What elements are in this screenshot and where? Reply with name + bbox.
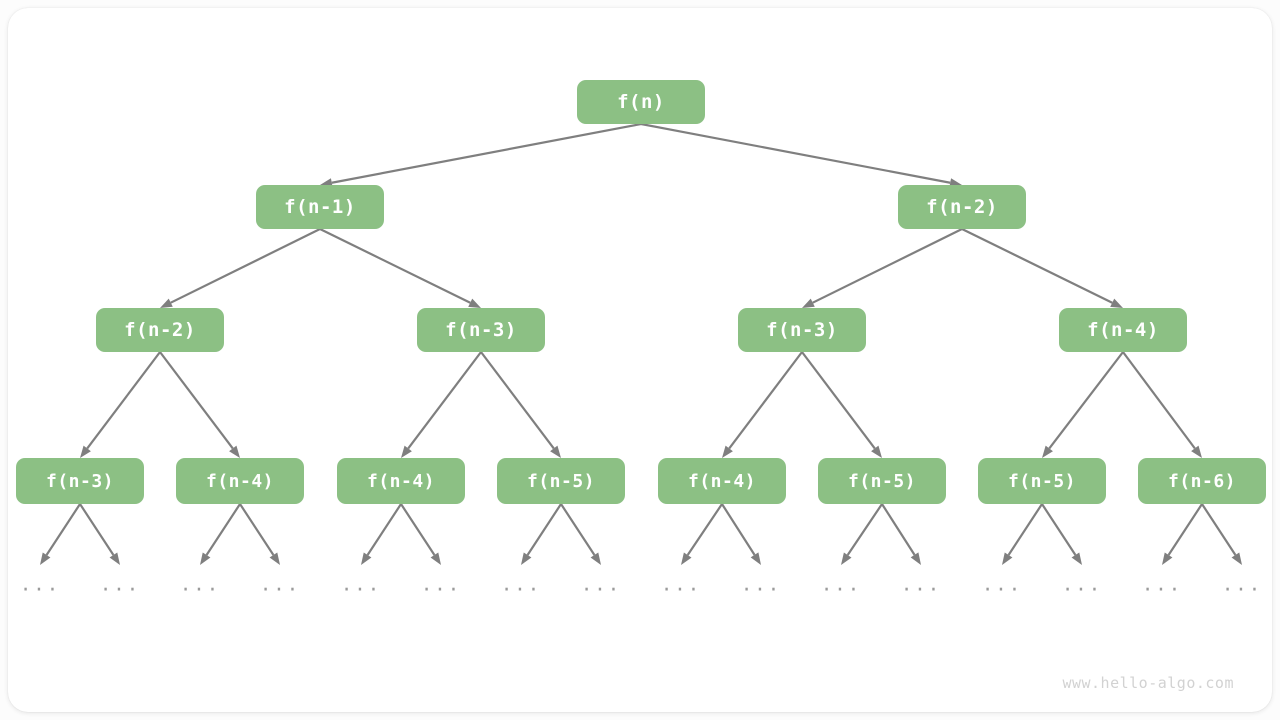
ellipsis-e10: ... — [740, 573, 782, 596]
tree-edge-n2c-to-n3f — [801, 351, 882, 458]
arrowhead-icon — [401, 445, 412, 458]
tree-edge-n3d-to-e7 — [521, 503, 562, 565]
arrowhead-icon — [910, 552, 921, 565]
tree-edge-n3g-to-e14 — [1041, 503, 1082, 565]
tree-edge-n2b-to-n3d — [480, 351, 561, 458]
tree-edge-n3b-to-e4 — [239, 503, 280, 565]
ellipsis-e2: ... — [99, 573, 141, 596]
arrowhead-icon — [590, 552, 601, 565]
tree-edge-n3f-to-e11 — [841, 503, 883, 565]
tree-edge-n2d-to-n3h — [1122, 351, 1202, 458]
arrowhead-icon — [430, 552, 441, 565]
arrowhead-icon — [468, 298, 481, 308]
arrowhead-icon — [200, 552, 211, 565]
tree-node-n3b: f(n-4) — [176, 458, 304, 504]
arrowhead-icon — [80, 445, 91, 458]
arrowhead-icon — [722, 445, 733, 458]
ellipsis-e8: ... — [580, 573, 622, 596]
arrowhead-icon — [1231, 552, 1242, 565]
tree-edge-n2a-to-n3b — [159, 351, 240, 458]
tree-node-n1b: f(n-2) — [898, 185, 1026, 229]
ellipsis-e4: ... — [259, 573, 301, 596]
ellipsis-e6: ... — [420, 573, 462, 596]
arrowhead-icon — [681, 552, 692, 565]
tree-edge-n3c-to-e6 — [400, 503, 441, 565]
tree-edge-n2d-to-n3g — [1042, 351, 1124, 458]
arrowhead-icon — [550, 445, 561, 458]
tree-node-n3f: f(n-5) — [818, 458, 946, 504]
ellipsis-e13: ... — [981, 573, 1023, 596]
tree-edge-n3b-to-e3 — [200, 503, 241, 565]
tree-edge-n1a-to-n2a — [160, 228, 321, 308]
tree-edge-n2b-to-n3c — [401, 351, 482, 458]
tree-node-n3g: f(n-5) — [978, 458, 1106, 504]
tree-edge-n3f-to-e12 — [881, 503, 921, 565]
tree-node-n2b: f(n-3) — [417, 308, 545, 352]
tree-node-n2a: f(n-2) — [96, 308, 224, 352]
tree-edge-n0-to-n1b — [640, 122, 962, 188]
ellipsis-e7: ... — [500, 573, 542, 596]
arrowhead-icon — [871, 445, 882, 458]
tree-edge-n3a-to-e2 — [79, 503, 120, 565]
ellipsis-e1: ... — [19, 573, 61, 596]
ellipsis-e15: ... — [1141, 573, 1183, 596]
tree-node-n0: f(n) — [577, 80, 705, 124]
arrowhead-icon — [40, 552, 51, 565]
arrowhead-icon — [1002, 552, 1013, 565]
tree-edge-n1a-to-n2b — [319, 228, 481, 308]
tree-node-n3e: f(n-4) — [658, 458, 786, 504]
arrowhead-icon — [1071, 552, 1082, 565]
tree-edge-n1b-to-n2c — [802, 228, 963, 308]
arrowhead-icon — [521, 552, 532, 565]
tree-edge-n3e-to-e10 — [721, 503, 761, 565]
arrowhead-icon — [1110, 298, 1123, 308]
arrowhead-icon — [1191, 445, 1202, 458]
watermark: www.hello-algo.com — [1062, 674, 1234, 692]
ellipsis-e12: ... — [900, 573, 942, 596]
tree-edge-n3a-to-e1 — [40, 503, 81, 565]
arrowhead-icon — [361, 552, 372, 565]
arrowhead-icon — [229, 445, 240, 458]
tree-edge-n1b-to-n2d — [961, 228, 1123, 308]
tree-edge-n3h-to-e15 — [1162, 503, 1203, 565]
ellipsis-e11: ... — [820, 573, 862, 596]
tree-edge-n2c-to-n3e — [722, 351, 803, 458]
arrowhead-icon — [109, 552, 120, 565]
tree-edge-n2a-to-n3a — [80, 351, 161, 458]
tree-edge-n3h-to-e16 — [1201, 503, 1242, 565]
ellipsis-e16: ... — [1221, 573, 1263, 596]
arrowhead-icon — [269, 552, 280, 565]
tree-node-n1a: f(n-1) — [256, 185, 384, 229]
tree-node-n2d: f(n-4) — [1059, 308, 1187, 352]
tree-edge-n0-to-n1a — [320, 122, 642, 188]
tree-edge-n3e-to-e9 — [681, 503, 723, 565]
arrowhead-icon — [802, 298, 815, 308]
tree-node-n3c: f(n-4) — [337, 458, 465, 504]
tree-edge-n3d-to-e8 — [560, 503, 601, 565]
arrowhead-icon — [1162, 552, 1173, 565]
tree-node-n3a: f(n-3) — [16, 458, 144, 504]
ellipsis-e5: ... — [340, 573, 382, 596]
tree-edge-n3g-to-e13 — [1002, 503, 1043, 565]
tree-node-n3h: f(n-6) — [1138, 458, 1266, 504]
arrowhead-icon — [750, 552, 761, 565]
ellipsis-e9: ... — [660, 573, 702, 596]
arrowhead-icon — [841, 552, 852, 565]
arrowhead-icon — [160, 298, 173, 308]
tree-node-n3d: f(n-5) — [497, 458, 625, 504]
ellipsis-e14: ... — [1061, 573, 1103, 596]
arrowhead-icon — [1042, 445, 1053, 458]
tree-node-n2c: f(n-3) — [738, 308, 866, 352]
tree-edge-n3c-to-e5 — [361, 503, 402, 565]
ellipsis-e3: ... — [179, 573, 221, 596]
